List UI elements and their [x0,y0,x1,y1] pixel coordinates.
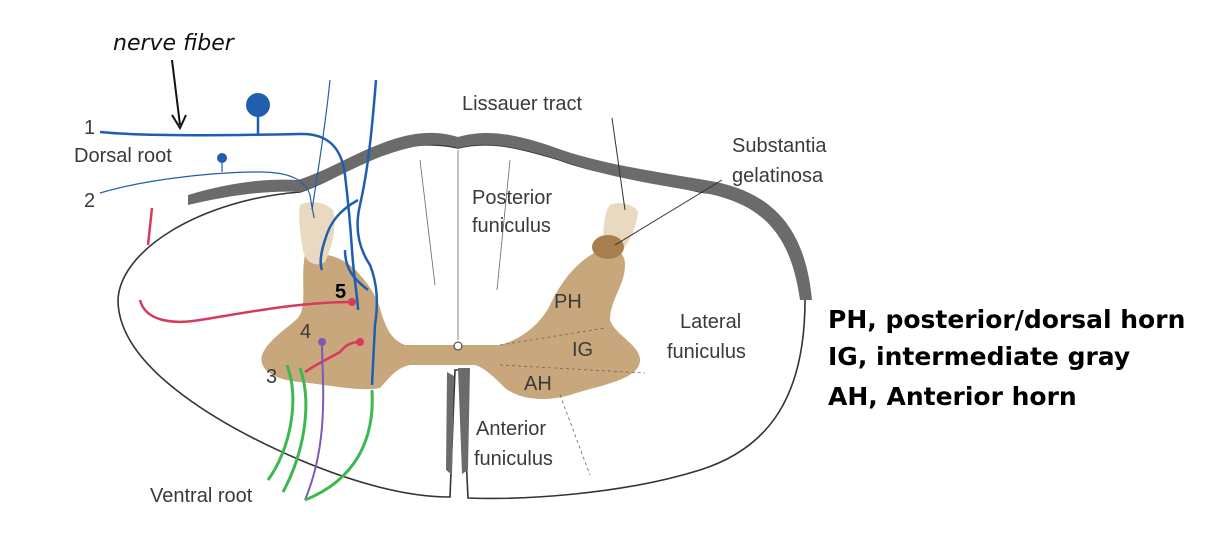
anterior-fissure [446,368,470,475]
legend-ph: PH, posterior/dorsal horn [828,305,1185,334]
gray-matter-right [440,248,640,400]
gray-matter-left [261,253,440,390]
gelatinosa-right-dark [592,235,624,259]
spinal-cord-outline [117,143,806,500]
label-lateral: Lateral [680,311,741,333]
label-3: 3 [266,366,277,388]
label-dorsal-root: Dorsal root [74,145,172,167]
annotation-arrow [171,59,187,131]
label-2: 2 [84,190,95,212]
legend-ah: AH, Anterior horn [828,382,1077,411]
red-fibers [138,207,361,374]
septum-lines [419,150,646,476]
central-canal [453,341,463,351]
label-posterior-funiculus: funiculus [472,215,551,237]
dorsal-pia-border [188,132,812,300]
label-substantia: Substantia [732,135,827,157]
label-lissauer-tract: Lissauer tract [462,93,582,115]
purple-fiber [304,341,325,501]
blue-fibers [99,79,379,386]
label-ph: PH [554,291,582,313]
gelatinosa-left [299,202,335,265]
label-1: 1 [84,117,95,139]
label-4: 4 [300,321,311,343]
label-posterior: Posterior [472,187,552,209]
label-anterior: Anterior [476,418,546,440]
dorsal-root-ganglion-large [246,93,270,117]
label-5: 5 [335,281,346,303]
label-ig: IG [572,339,593,361]
label-ah: AH [524,373,552,395]
dorsal-root-ganglion-small [217,153,227,163]
label-anterior-funiculus: funiculus [474,448,553,470]
handwritten-annotation: nerve fiber [113,31,236,56]
label-lateral-funiculus: funiculus [667,341,746,363]
label-gelatinosa: gelatinosa [732,165,824,187]
green-fibers [266,364,374,502]
legend-ig: IG, intermediate gray [828,342,1130,371]
label-ventral-root: Ventral root [150,485,253,507]
